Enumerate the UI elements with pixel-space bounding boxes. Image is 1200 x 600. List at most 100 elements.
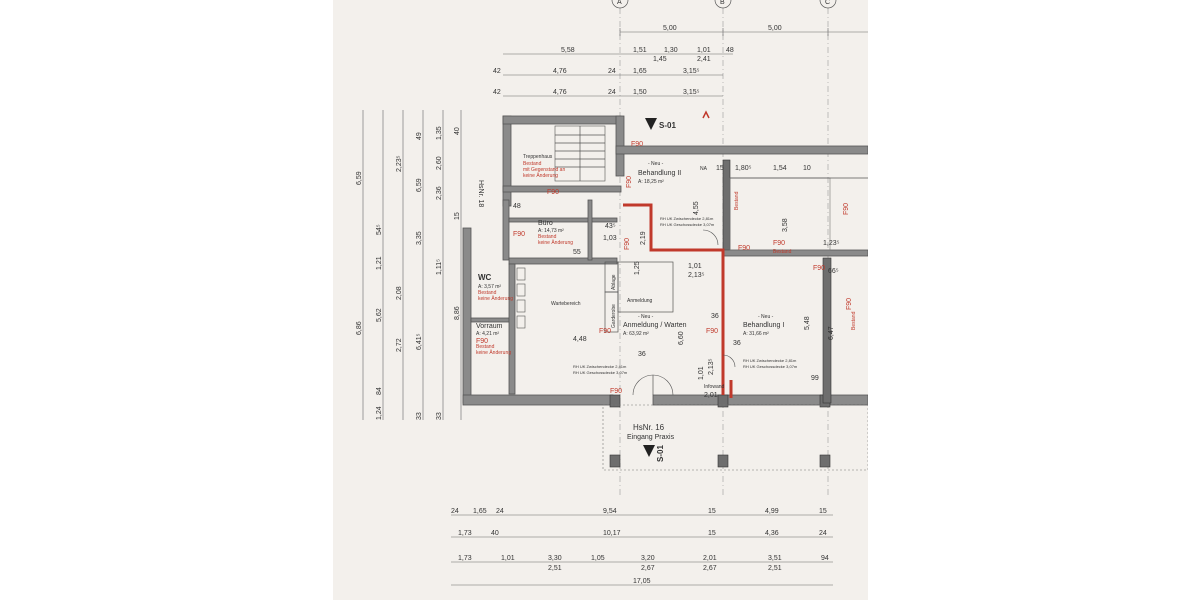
dim-left-54: 54⁵: [376, 224, 383, 235]
dim-top-4-76-b: 4,76: [553, 89, 567, 96]
section-marker-top: S-01: [645, 110, 710, 130]
svg-text:keine Änderung: keine Änderung: [478, 295, 513, 302]
svg-text:F90: F90: [513, 231, 525, 238]
dim-top-48: 48: [726, 47, 734, 54]
svg-text:Büro: Büro: [538, 220, 553, 227]
bestand-labels: Bestand Bestand Bestand: [734, 191, 857, 330]
svg-text:- Neu -: - Neu -: [648, 161, 664, 167]
dim-top-1-65: 1,65: [633, 68, 647, 75]
svg-text:4,99: 4,99: [765, 508, 779, 515]
svg-text:A: 18,25 m²: A: 18,25 m²: [638, 179, 664, 185]
svg-text:keine Änderung: keine Änderung: [476, 349, 511, 356]
dim-top-3-15-a: 3,15⁵: [683, 68, 700, 75]
stair-icon: [554, 125, 606, 182]
dim-left-6-41: 6,41⁵: [416, 333, 423, 350]
svg-text:1,73: 1,73: [458, 530, 472, 537]
svg-text:F90: F90: [626, 176, 633, 188]
svg-text:15: 15: [708, 508, 716, 515]
room-behandlung-i: - Neu - Behandlung I A: 31,66 m²: [743, 314, 784, 337]
infowand: Infowand 2,01: [704, 384, 725, 399]
dim-left-2-60: 2,60: [436, 156, 443, 170]
svg-text:4,48: 4,48: [573, 336, 587, 343]
dim-top-4-76-a: 4,76: [553, 68, 567, 75]
svg-text:36: 36: [733, 340, 741, 347]
svg-text:6,60: 6,60: [678, 331, 685, 345]
svg-text:Behandlung I: Behandlung I: [743, 322, 784, 329]
inner-dimensions: 1,80⁵ 1,54 15 10 4,55 2,19 3,58 1,23⁵ 1,…: [513, 165, 840, 382]
doors: [632, 229, 736, 396]
dim-top-2-41: 2,41: [697, 56, 711, 63]
building-walls: [462, 115, 868, 471]
dim-top-42-b: 42: [493, 89, 501, 96]
dim-left-33-b: 33: [436, 412, 443, 420]
svg-text:2,19: 2,19: [640, 231, 647, 245]
dim-left-6-86: 6,86: [356, 321, 363, 335]
dim-left-33-a: 33: [416, 412, 423, 420]
svg-text:24: 24: [496, 508, 504, 515]
svg-text:F90: F90: [706, 328, 718, 335]
svg-text:15: 15: [708, 530, 716, 537]
left-dimensions: 6,59 6,86 1,24 54⁵ 1,21 5,62 84 2,23⁵ 2,…: [356, 110, 484, 420]
svg-text:2,51: 2,51: [548, 565, 562, 572]
top-dimensions: 5,00 5,00 5,58 1,51 1,30 1,01 48 1,45 2,…: [493, 25, 868, 97]
svg-text:F90: F90: [631, 141, 643, 148]
svg-text:9,54: 9,54: [603, 508, 617, 515]
svg-text:Bestand: Bestand: [478, 290, 497, 296]
svg-text:A: 14,73 m²: A: 14,73 m²: [538, 228, 564, 234]
svg-text:Wartebereich: Wartebereich: [551, 301, 581, 307]
svg-text:Bestand: Bestand: [773, 249, 792, 255]
svg-text:24: 24: [451, 508, 459, 515]
svg-text:F90: F90: [738, 245, 750, 252]
f90-labels: F90 F90 F90 F90 F90 F90 F90 F90 F90 F90 …: [476, 141, 853, 395]
svg-text:RH UK Geschossdecke 3,07m: RH UK Geschossdecke 3,07m: [743, 364, 798, 369]
svg-text:6,47: 6,47: [828, 326, 835, 340]
svg-text:Anmeldung: Anmeldung: [627, 298, 653, 304]
svg-text:3,20: 3,20: [641, 555, 655, 562]
dim-top-3-15-b: 3,15⁵: [683, 89, 700, 96]
svg-text:WC: WC: [478, 273, 492, 282]
svg-text:2,13⁵: 2,13⁵: [688, 272, 705, 279]
svg-text:F90: F90: [624, 238, 631, 250]
svg-text:F90: F90: [599, 328, 611, 335]
svg-text:F90: F90: [843, 203, 850, 215]
dim-left-6-59-b: 6,59: [416, 178, 423, 192]
svg-text:F90: F90: [476, 338, 488, 345]
dim-left-40: 40: [454, 127, 461, 135]
svg-text:2,13⁵: 2,13⁵: [708, 358, 715, 375]
svg-text:RH UK Geschossdecke 3,07m: RH UK Geschossdecke 3,07m: [660, 222, 715, 227]
dim-left-49: 49: [416, 132, 423, 140]
dim-top-42-a: 42: [493, 68, 501, 75]
svg-text:Garderobe: Garderobe: [611, 304, 617, 328]
dim-top-1-50: 1,50: [633, 89, 647, 96]
svg-text:A: 31,66 m²: A: 31,66 m²: [743, 331, 769, 337]
svg-text:55: 55: [573, 249, 581, 256]
svg-text:Bestand: Bestand: [734, 191, 740, 210]
svg-text:36: 36: [711, 313, 719, 320]
dim-left-1-24: 1,24: [376, 406, 383, 420]
svg-text:RH UK Zwischendecke 2,81m: RH UK Zwischendecke 2,81m: [743, 358, 797, 363]
dim-top-24-a: 24: [608, 68, 616, 75]
house-number-18: HsNr. 18: [477, 180, 484, 207]
svg-text:1,23⁵: 1,23⁵: [823, 240, 840, 247]
room-treppenhaus: Treppenhaus Bestand mit Gegenstand an ke…: [523, 154, 565, 179]
svg-text:1,01: 1,01: [501, 555, 515, 562]
dim-left-6-59: 6,59: [356, 171, 363, 185]
dim-top-5-00-a: 5,00: [663, 25, 677, 32]
svg-text:RH UK Geschossdecke 3,07m: RH UK Geschossdecke 3,07m: [573, 370, 628, 375]
dim-left-8-86: 8,86: [454, 306, 461, 320]
svg-text:F90: F90: [813, 265, 825, 272]
room-behandlung-ii: - Neu - Behandlung II A: 18,25 m²: [638, 161, 681, 185]
svg-text:Behandlung II: Behandlung II: [638, 170, 681, 177]
axis-c-marker: [819, 0, 837, 9]
svg-text:2,01: 2,01: [703, 555, 717, 562]
svg-text:2,51: 2,51: [768, 565, 782, 572]
axis-a-label: A: [617, 0, 622, 6]
svg-text:Treppenhaus: Treppenhaus: [523, 154, 553, 160]
svg-text:Infowand: Infowand: [704, 384, 725, 390]
svg-text:Vorraum: Vorraum: [476, 323, 503, 330]
svg-text:2,01: 2,01: [704, 392, 718, 399]
svg-text:keine Änderung: keine Änderung: [523, 172, 558, 179]
svg-text:- Neu -: - Neu -: [758, 314, 774, 320]
svg-text:Bestand: Bestand: [476, 344, 495, 350]
svg-text:43⁵: 43⁵: [605, 223, 616, 230]
